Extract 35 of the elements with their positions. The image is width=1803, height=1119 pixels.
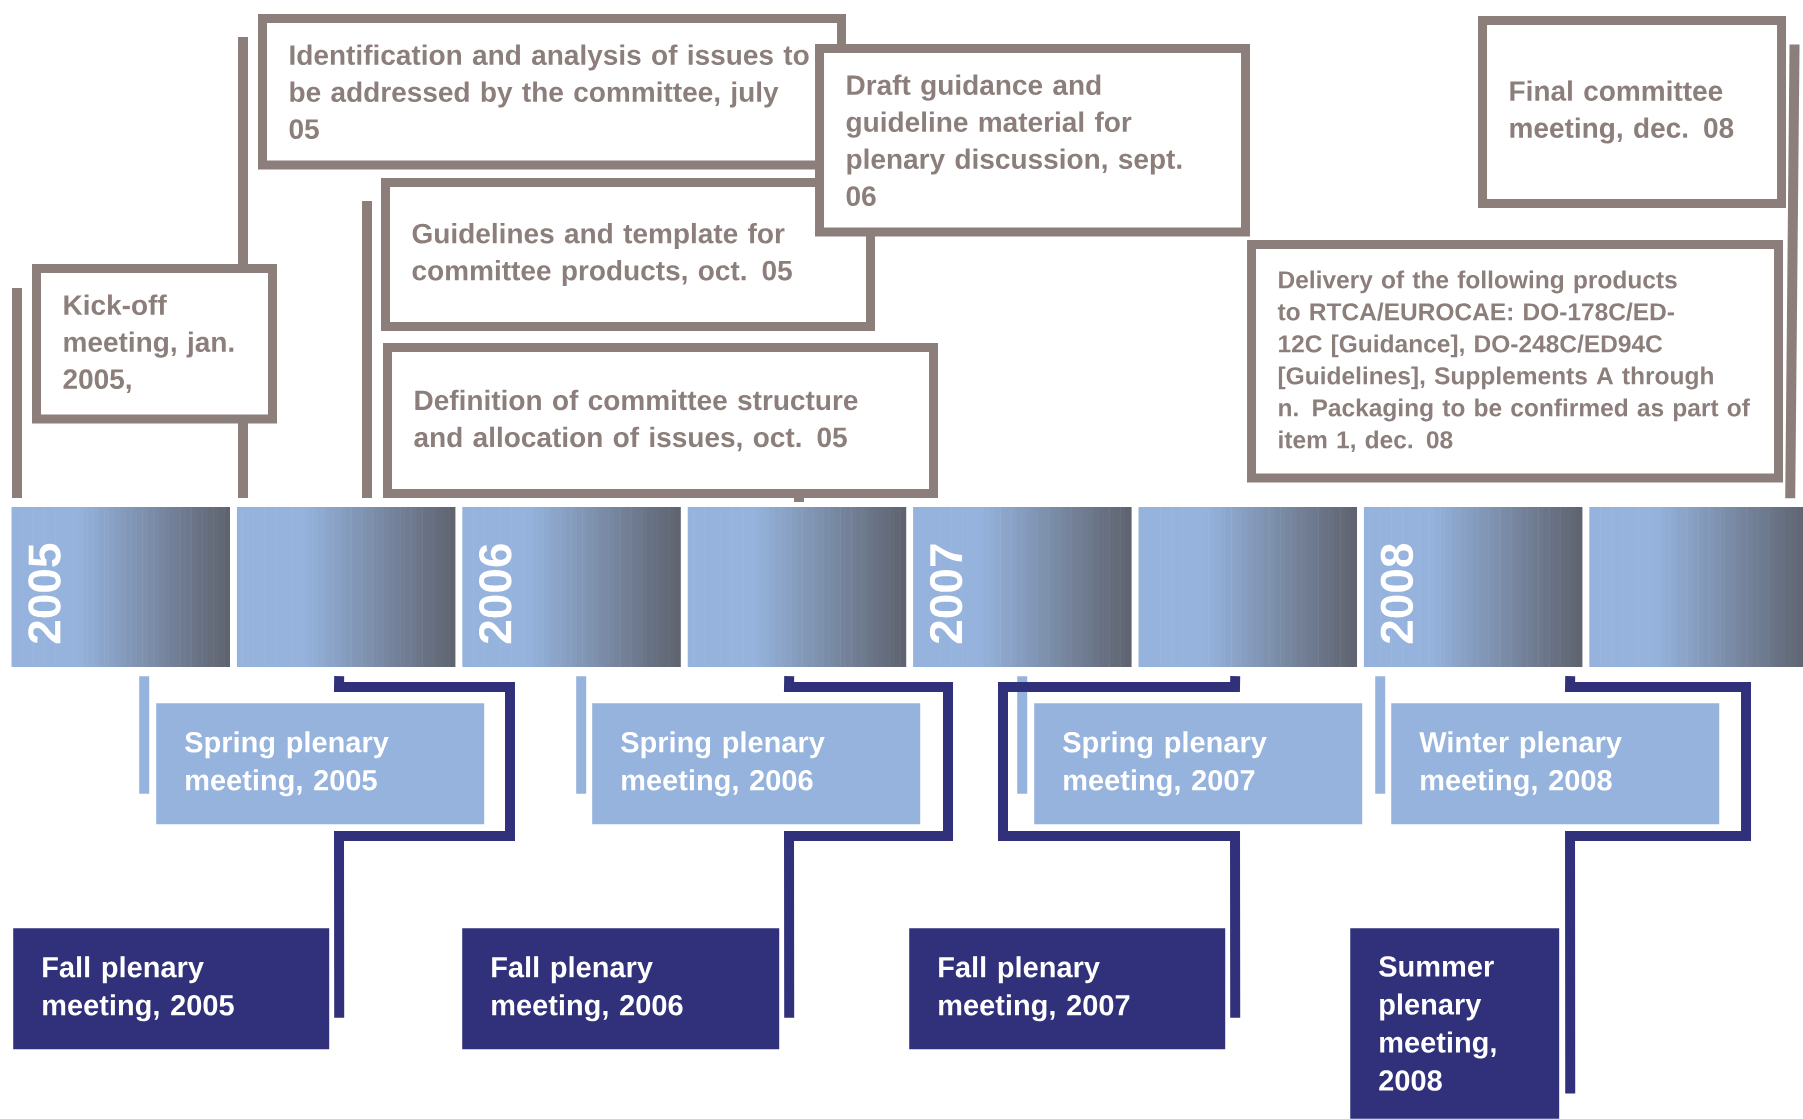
meeting-box: Winter plenary meeting, 2008 <box>1391 703 1720 825</box>
node-label: 2008 <box>1380 543 1414 644</box>
timeline-segment: 2006 <box>462 507 681 667</box>
meeting-box: Spring plenary meeting, 2007 <box>1034 703 1363 825</box>
timeline-segment <box>1138 507 1357 667</box>
timeline-segment <box>687 507 907 667</box>
node-label: 2005 <box>28 543 61 644</box>
timeline-segment <box>1589 507 1803 667</box>
timeline-marker <box>998 676 1241 1018</box>
timeline-marker <box>783 676 953 1018</box>
meeting-box: Spring plenary meeting, 2006 <box>592 703 921 825</box>
meeting-box: Fall plenary meeting, 2006 <box>462 928 780 1050</box>
timeline-marker <box>333 676 515 1018</box>
meeting-box: Fall plenary meeting, 2007 <box>909 928 1226 1050</box>
timeline-marker <box>1017 676 1028 794</box>
meeting-box: Spring plenary meeting, 2005 <box>156 703 485 825</box>
meeting-box: Summer plenary meeting, 2008 <box>1350 928 1560 1119</box>
timeline-segment: 2005 <box>11 507 230 667</box>
text-box: Delivery of the following products to RTCA/EUROCAE: DO-178C/ED-12C [Guidance], DO-248C/ED94C [Guidelines], Supplements A through n. Packaging to be confirmed as part of item 1, dec. 08 <box>1247 240 1784 483</box>
timeline-marker <box>1564 676 1751 1094</box>
meeting-box: Fall plenary meeting, 2005 <box>13 928 330 1050</box>
text-box: Kick-off meeting, jan. 2005, <box>32 264 277 424</box>
timeline-marker <box>1375 676 1386 794</box>
text-box: Identification and analysis of issues to be addressed by the committee, july 05 <box>258 14 846 170</box>
timeline-segment <box>236 507 456 667</box>
timeline-segment: 2008 <box>1363 507 1583 667</box>
timeline-marker <box>576 676 587 794</box>
node-label: 2006 <box>479 544 512 644</box>
text-box: Draft guidance and guideline material for plenary discussion, sept. 06 <box>815 44 1250 237</box>
timeline-marker <box>139 676 150 794</box>
timeline-segment: 2007 <box>913 507 1132 667</box>
text-box: Final committee meeting, dec. 08 <box>1478 16 1786 208</box>
node-label: 2007 <box>929 544 963 644</box>
text-box: Definition of committee structure and allocation of issues, oct. 05 <box>383 343 938 498</box>
timeline-marker <box>1785 44 1800 499</box>
